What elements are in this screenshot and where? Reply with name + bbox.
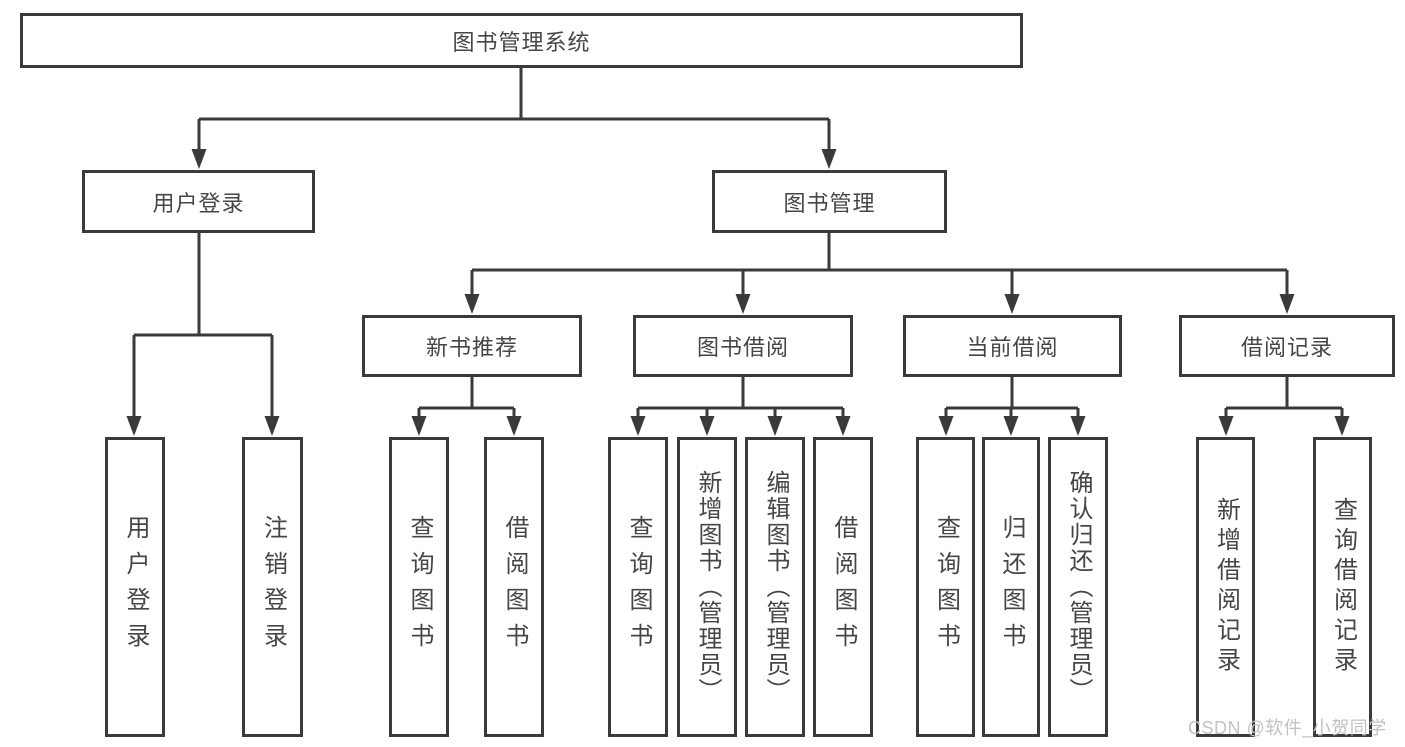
leaf-bb-edit-books-admin-label: 编辑图书（管理员） [762,470,789,704]
arrow-down-icon [464,294,480,314]
leaf-user-login: 用户登录 [105,437,165,737]
leaf-br-query-borrow-record: 查询借阅记录 [1313,437,1372,737]
leaf-cb-query-books-label: 查询图书 [932,515,960,659]
arrow-down-icon [1218,416,1234,436]
watermark: CSDN @软件_小贺同学 [1188,718,1387,738]
arrow-down-icon [938,416,954,436]
leaf-cb-return-books-label: 归还图书 [998,515,1025,659]
leaf-bb-query-books-label: 查询图书 [625,515,652,659]
connector-user-login-to-leaves [132,233,274,418]
arrow-down-icon [1003,416,1019,436]
leaf-nbr-borrow-books: 借阅图书 [484,437,544,737]
arrow-down-icon [1004,294,1020,314]
leaf-bb-borrow-books: 借阅图书 [813,437,873,737]
leaf-cb-return-books: 归还图书 [982,437,1040,737]
node-root-label: 图书管理系统 [452,29,591,55]
node-borrow-records-label: 借阅记录 [1240,335,1333,360]
arrow-down-icon [506,416,522,436]
arrow-down-icon [630,416,646,436]
arrow-down-icon [191,149,207,169]
leaf-cb-query-books: 查询图书 [916,437,975,737]
connector-borrow-records-to-leaves [1224,377,1344,418]
leaf-nbr-query-books: 查询图书 [389,437,449,737]
arrow-down-icon [1279,294,1295,314]
leaf-cb-confirm-return-admin-label: 确认归还（管理员） [1065,470,1092,704]
leaf-cb-confirm-return-admin: 确认归还（管理员） [1048,437,1108,737]
arrow-down-icon [821,149,837,169]
leaf-bb-edit-books-admin: 编辑图书（管理员） [745,437,805,737]
arrow-down-icon [1334,416,1350,436]
node-root: 图书管理系统 [20,13,1023,68]
arrow-down-icon [1070,416,1086,436]
node-book-management: 图书管理 [712,170,947,233]
leaf-logout-label: 注销登录 [259,515,287,659]
leaf-nbr-borrow-books-label: 借阅图书 [501,515,528,659]
leaf-bb-borrow-books-label: 借阅图书 [830,515,857,659]
connector-root-to-level2 [197,68,831,151]
leaf-logout: 注销登录 [242,437,303,737]
connector-book-borrow-to-leaves [636,377,845,418]
leaf-user-login-label: 用户登录 [122,515,149,659]
node-current-borrow: 当前借阅 [903,315,1122,377]
connector-new-book-recommend-to-leaves [417,377,516,418]
arrow-down-icon [264,416,280,436]
node-borrow-records: 借阅记录 [1179,315,1395,377]
leaf-br-add-borrow-record-label: 新增借阅记录 [1212,497,1240,677]
node-user-login-label: 用户登录 [152,190,245,216]
leaf-br-add-borrow-record: 新增借阅记录 [1196,437,1255,737]
arrow-down-icon [735,294,751,314]
arrow-down-icon [699,416,715,436]
leaf-bb-add-books-admin: 新增图书（管理员） [677,437,737,737]
node-book-management-label: 图书管理 [783,190,876,216]
arrow-down-icon [767,416,783,436]
leaf-br-query-borrow-record-label: 查询借阅记录 [1329,497,1357,677]
connector-book-management-to-level3 [470,233,1289,296]
arrow-down-icon [126,416,142,436]
node-current-borrow-label: 当前借阅 [966,335,1059,360]
leaf-bb-add-books-admin-label: 新增图书（管理员） [694,470,721,704]
leaf-nbr-query-books-label: 查询图书 [406,515,433,659]
node-new-book-recommend: 新书推荐 [362,315,582,377]
leaf-bb-query-books: 查询图书 [608,437,668,737]
node-book-borrow-label: 图书借阅 [696,335,789,360]
node-book-borrow: 图书借阅 [633,315,853,377]
node-user-login: 用户登录 [82,170,315,233]
arrow-down-icon [835,416,851,436]
connector-current-borrow-to-leaves [944,377,1080,418]
node-new-book-recommend-label: 新书推荐 [425,335,518,360]
arrow-down-icon [411,416,427,436]
